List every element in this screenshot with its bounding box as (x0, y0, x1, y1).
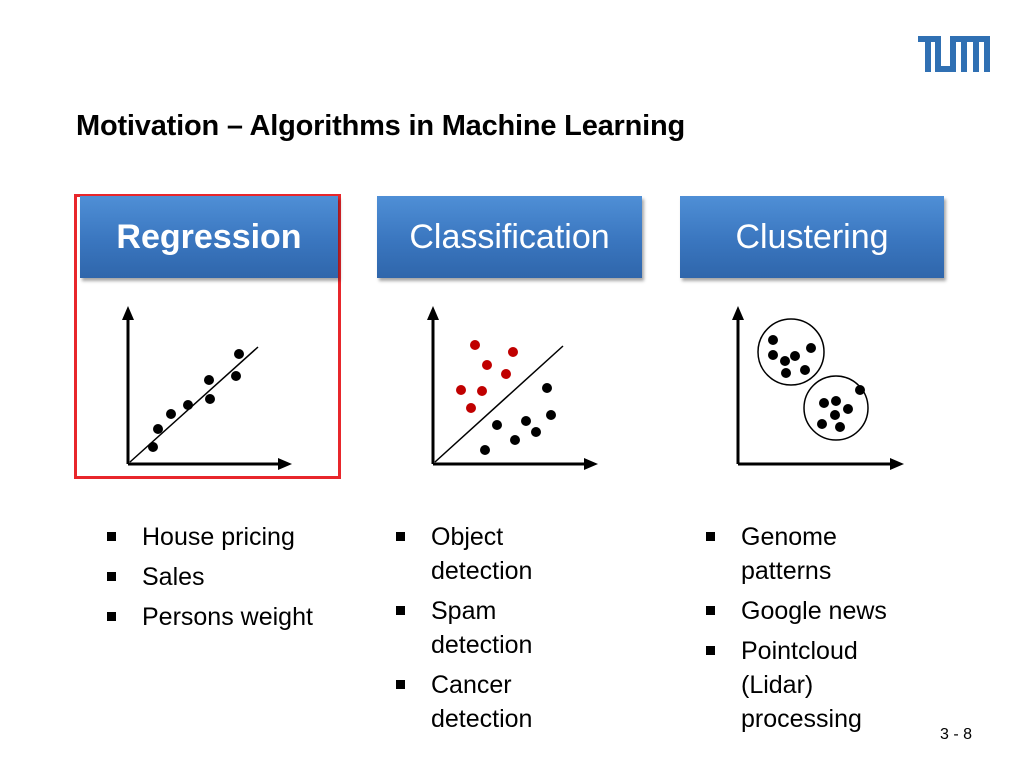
list-item: Cancer detection (393, 668, 593, 736)
tum-logo (918, 36, 990, 72)
class-b-points (480, 383, 556, 455)
x-axis-arrow (278, 458, 292, 470)
cluster-1-outline (757, 318, 825, 386)
classification-illustration (427, 306, 598, 470)
regression-points (148, 349, 244, 452)
regression-highlight-frame (74, 194, 341, 479)
x-axis-arrow (890, 458, 904, 470)
x-axis-arrow (584, 458, 598, 470)
list-item: House pricing (104, 520, 374, 554)
cluster-2-points (817, 385, 865, 432)
classification-heading: Classification (377, 196, 642, 278)
list-item: Object detection (393, 520, 593, 588)
list-item: Sales (104, 560, 374, 594)
clustering-examples-list: Genome patterns Google news Pointcloud (… (703, 520, 923, 742)
clustering-illustration (732, 306, 904, 470)
clustering-heading: Clustering (680, 196, 944, 278)
list-item: Google news (703, 594, 923, 628)
cluster-2-outline (803, 375, 869, 441)
class-a-points (456, 340, 518, 413)
cluster-1-points (768, 335, 816, 378)
list-item: Pointcloud (Lidar) processing (703, 634, 923, 736)
classification-examples-list: Object detection Spam detection Cancer d… (393, 520, 593, 742)
page-number: 3 - 8 (940, 726, 973, 743)
regression-heading: Regression (80, 196, 338, 278)
regression-examples-list: House pricing Sales Persons weight (104, 520, 374, 640)
list-item: Spam detection (393, 594, 593, 662)
y-axis-arrow (122, 306, 134, 320)
y-axis-arrow (732, 306, 744, 320)
list-item: Persons weight (104, 600, 374, 634)
decision-boundary (434, 345, 564, 463)
slide-title: Motivation – Algorithms in Machine Learn… (76, 110, 686, 142)
regression-illustration (122, 306, 292, 470)
list-item: Genome patterns (703, 520, 923, 588)
y-axis-arrow (427, 306, 439, 320)
